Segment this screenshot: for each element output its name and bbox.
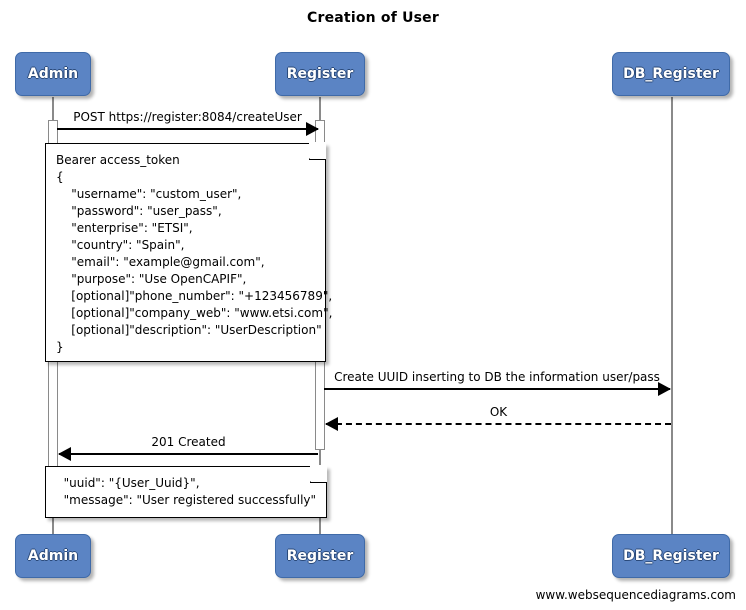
note-request-payload[interactable]: Bearer access_token { "username": "custo… xyxy=(45,142,333,362)
message-ok-label: OK xyxy=(489,405,508,419)
actor-db-register-top-label: DB_Register xyxy=(623,66,719,82)
footer-credit: www.websequencediagrams.com xyxy=(535,588,736,602)
note-line: "message": "User registered successfully… xyxy=(56,493,317,507)
note-line: "email": "example@gmail.com", xyxy=(56,255,265,269)
actor-register-top[interactable]: Register xyxy=(275,52,365,96)
message-line xyxy=(326,423,671,425)
note-line: "password": "user_pass", xyxy=(56,204,222,218)
note-line: } xyxy=(56,340,64,354)
note-line: Bearer access_token xyxy=(56,153,180,167)
arrowhead-right-icon xyxy=(306,122,319,136)
message-post-createuser-label: POST https://register:8084/createUser xyxy=(73,110,302,124)
note-line: [optional]"company_web": "www.etsi.com", xyxy=(56,306,333,320)
actor-register-bottom[interactable]: Register xyxy=(275,534,365,578)
lifeline-db-register xyxy=(671,97,673,540)
actor-admin-bottom[interactable]: Admin xyxy=(15,534,91,578)
message-line xyxy=(59,453,318,455)
arrowhead-left-icon xyxy=(325,417,338,431)
note-line: [optional]"phone_number": "+123456789", xyxy=(56,289,333,303)
actor-db-register-top[interactable]: DB_Register xyxy=(612,52,730,96)
note-line: [optional]"description": "UserDescriptio… xyxy=(56,323,322,337)
note-line: "username": "custom_user", xyxy=(56,187,242,201)
actor-db-register-bottom[interactable]: DB_Register xyxy=(612,534,730,578)
note-line: "uuid": "{User_Uuid}", xyxy=(56,476,200,490)
note-fold-corner-icon xyxy=(309,142,326,160)
note-request-payload-lines: Bearer access_token { "username": "custo… xyxy=(56,152,333,356)
note-line: "enterprise": "ETSI", xyxy=(56,221,193,235)
arrowhead-right-icon xyxy=(658,382,671,396)
note-line: "purpose": "Use OpenCAPIF", xyxy=(56,272,247,286)
message-201-created-label: 201 Created xyxy=(151,435,226,449)
arrowhead-left-icon xyxy=(58,447,71,461)
note-response-payload[interactable]: "uuid": "{User_Uuid}", "message": "User … xyxy=(45,465,327,518)
actor-admin-bottom-label: Admin xyxy=(27,548,79,564)
note-line: { xyxy=(56,170,64,184)
actor-admin-top-label: Admin xyxy=(27,66,79,82)
actor-register-bottom-label: Register xyxy=(286,548,354,564)
note-fold-corner-icon xyxy=(310,465,327,483)
message-line xyxy=(57,128,318,130)
note-line: "country": "Spain", xyxy=(56,238,185,252)
actor-admin-top[interactable]: Admin xyxy=(15,52,91,96)
diagram-title: Creation of User xyxy=(307,10,439,26)
note-response-payload-lines: "uuid": "{User_Uuid}", "message": "User … xyxy=(56,475,316,509)
actor-db-register-bottom-label: DB_Register xyxy=(623,548,719,564)
message-line xyxy=(324,388,670,390)
actor-register-top-label: Register xyxy=(286,66,354,82)
message-create-uuid-label: Create UUID inserting to DB the informat… xyxy=(334,370,660,384)
